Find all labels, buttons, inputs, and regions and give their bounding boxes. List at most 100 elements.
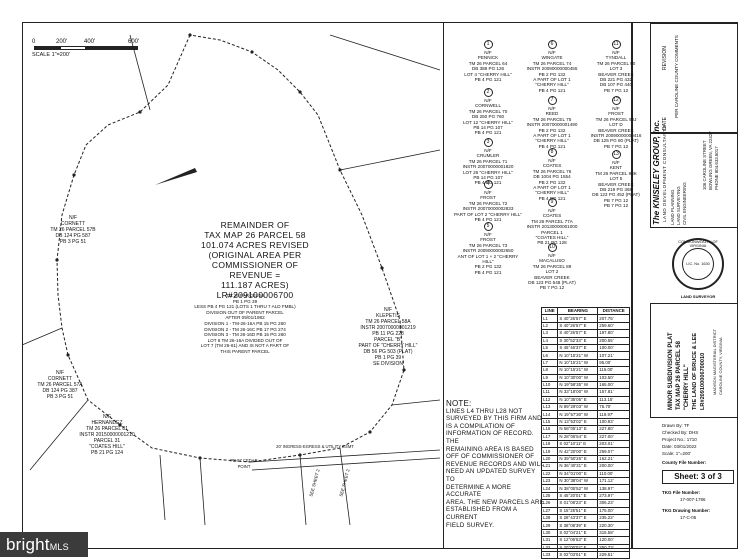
distance-cell: 250.73': [597, 543, 630, 552]
distance-cell: 259.60': [597, 321, 630, 331]
bearing-cell: S 38°08'39" E: [557, 521, 599, 530]
owner-entry-1: 1 N/F PENNICK TM 26 PARCEL 64 DB 388 PG …: [452, 40, 524, 82]
owner-line: CORNWELL: [474, 103, 502, 109]
remainder-line: LR#209100006700: [216, 290, 294, 300]
note-line: AREA. THE NEW PARCELS ARE: [446, 498, 544, 506]
parcel-note-line: DIVISION OUT OF PARENT PARCEL: [206, 309, 284, 315]
line-id-cell: L1: [540, 314, 559, 323]
project-title-line: MINOR SUBDIVISION PLAT: [668, 332, 674, 410]
note-line: FIELD SURVEY.: [446, 521, 495, 529]
owner-line: PB 21 PG 128: [537, 240, 567, 246]
owner-number: 11: [611, 40, 621, 49]
owner-line: INSTR 20090000002650: [462, 248, 514, 254]
scale-segment-2: [60, 46, 86, 50]
info-value: DHS: [688, 430, 699, 435]
distance-cell: 157.81': [597, 388, 630, 397]
parcel-note-line: DIVISION 2 - TM 26-16C PB 17 PG 274: [204, 326, 286, 332]
project-title-line: THE LAND OF BRUCE & LEE: [692, 332, 698, 410]
line-id-cell: L17: [540, 432, 559, 442]
owner-line: PB 4 PG 121: [474, 217, 502, 223]
brightmls-watermark: brightMLS: [0, 532, 88, 557]
owner-line: PB 4 PG 121: [538, 87, 566, 93]
adjoiner-line-text: PARCEL "B": [374, 337, 402, 343]
adjoiner-line-text: INSTR 20070000001219: [360, 325, 416, 331]
info-value: TF: [683, 423, 690, 428]
owner-line: INSTR 20130000001000: [526, 224, 578, 230]
adjoiner-line-text: N/F: [55, 370, 65, 376]
distance-cell: 306.23': [597, 499, 630, 508]
easement-label: 20' INGRESS-EGRESS & UTILITY ESMT: [276, 444, 354, 449]
owner-line: FROST: [480, 195, 496, 201]
adjoiner-line-text: PARCEL 31: [93, 438, 121, 444]
owner-line: N/F: [612, 50, 620, 55]
revision-block: [650, 23, 738, 133]
bearing-cell: N 19°59'35" W: [557, 380, 599, 390]
owner-line: A PART OF LOT 1: [533, 77, 571, 83]
info-value: 1"=200': [675, 451, 691, 456]
line-id-cell: L6: [540, 351, 559, 360]
owner-line: "COATES HILL": [535, 235, 569, 241]
adjoiner-line-text: PB 1 PG 39: [374, 355, 402, 361]
cedar-point-label: PB 97 CEDAR POINT: [230, 458, 258, 469]
distance-cell: 203.01': [597, 440, 630, 449]
line-id-cell: L3: [540, 329, 559, 338]
lot-line: [299, 454, 307, 526]
adjoiner-line: [21, 327, 63, 346]
line-id-cell: L7: [540, 358, 559, 368]
line-id-cell: L5: [540, 343, 559, 353]
adjoiner-cornett-1: N/F CORNETT TM 26 PARCEL 57B DB 124 PG 5…: [38, 215, 108, 245]
distance-cell: 165.00': [597, 380, 630, 390]
line-id-cell: L13: [540, 403, 559, 412]
owner-line: TM 26 PARCEL 70: [468, 108, 508, 114]
distance-cell: 103.50': [597, 373, 630, 382]
distance-cell: 229.51': [597, 550, 630, 560]
distance-cell: 200.00': [597, 462, 630, 471]
project-sub-line: CAROLINE COUNTY, VIRGINIA: [718, 337, 723, 395]
bearing-cell: N 13°53'02" E: [557, 417, 599, 427]
firm-address-line: 106 CAROLINE STREET: [702, 140, 707, 190]
drawing-number-label: TKG Drawing Number:: [662, 508, 711, 513]
bearing-cell: S 40°26'57" E: [557, 321, 599, 331]
owner-entry-2: 2 N/F CORNWELL TM 26 PARCEL 70 DB 250 PG…: [452, 88, 524, 136]
boundary-point: [188, 33, 192, 37]
distance-cell: 138.97': [597, 484, 630, 493]
firm-address-line: BOWLING GREEN, VA 22427: [708, 131, 713, 190]
scale-tick: 600': [128, 39, 140, 45]
project-sub-line: MADISON MAGISTERIAL DISTRICT: [712, 328, 717, 395]
drawing-number: 17-C-05: [680, 515, 697, 520]
line-id-cell: L23: [540, 476, 559, 486]
road-line: [251, 457, 441, 471]
line-id-cell: L21: [540, 462, 559, 471]
boundary-point: [368, 430, 372, 434]
owner-line: DB 107 PG 440: [599, 82, 633, 88]
adjoiner-line-text: DB 124 PG 587: [55, 233, 91, 239]
owner-line: N/F: [548, 50, 556, 55]
remainder-line: COMMISSIONER OF REVENUE =: [211, 260, 299, 280]
owner-line: REED: [545, 111, 559, 117]
bearing-cell: S 45°46'37" E: [557, 343, 599, 353]
bearing-cell: S 20°00'02" E: [557, 543, 599, 552]
boundary-point: [250, 50, 254, 54]
adjoiner-line-text: N/F: [68, 215, 78, 221]
remainder-line: REMAINDER OF: [220, 220, 290, 230]
firm-address-line: PHONE 804.633.5017: [714, 146, 719, 190]
info-value: 1710: [686, 437, 697, 442]
owner-number: 12: [611, 96, 621, 105]
seal-license: LIC. No. 1630: [686, 262, 710, 266]
line-id-cell: L18: [540, 440, 559, 449]
distance-cell: 120.00': [597, 536, 630, 545]
owner-line: ANT OF LOT 1 + 2 "CHERRY HILL": [457, 253, 519, 265]
owner-line: TM 26 PARCEL 64: [468, 60, 508, 66]
scale-tick: 200': [56, 39, 68, 45]
